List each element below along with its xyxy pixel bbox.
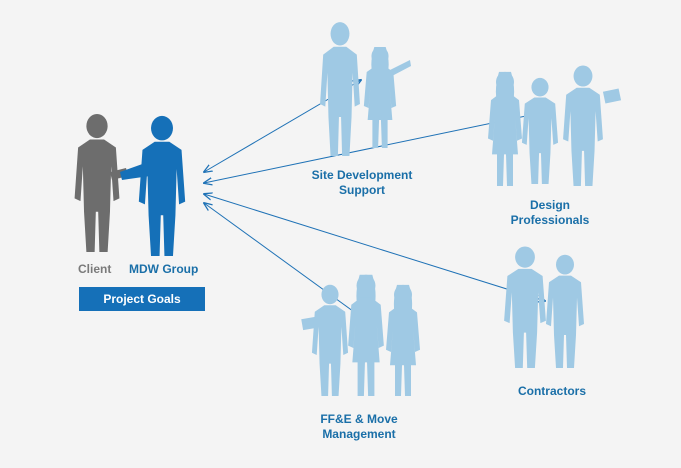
design-professionals-figures [488, 65, 622, 186]
design-professionals-label: Design Professionals [488, 198, 612, 228]
mdw-group-figure [120, 115, 186, 256]
arrow-to-ffe [204, 203, 368, 322]
ffe-figures [301, 274, 420, 396]
ffe-label-line2: Management [322, 427, 396, 441]
site-development-label-line1: Site Development [311, 168, 413, 182]
project-goals-box: Project Goals [79, 287, 205, 311]
mdw-group-label: MDW Group [129, 262, 199, 276]
contractors-figures [504, 246, 584, 368]
site-development-label: Site Development Support [300, 168, 424, 198]
design-professionals-label-line1: Design [529, 198, 570, 212]
client-figure [74, 113, 128, 252]
design-professionals-label-line2: Professionals [510, 213, 590, 227]
client-label: Client [78, 262, 112, 276]
ffe-label: FF&E & Move Management [297, 412, 421, 442]
contractors-label: Contractors [517, 384, 586, 398]
ffe-label-line1: FF&E & Move [320, 412, 398, 426]
site-development-label-line2: Support [339, 183, 385, 197]
site-development-figures [320, 22, 411, 156]
